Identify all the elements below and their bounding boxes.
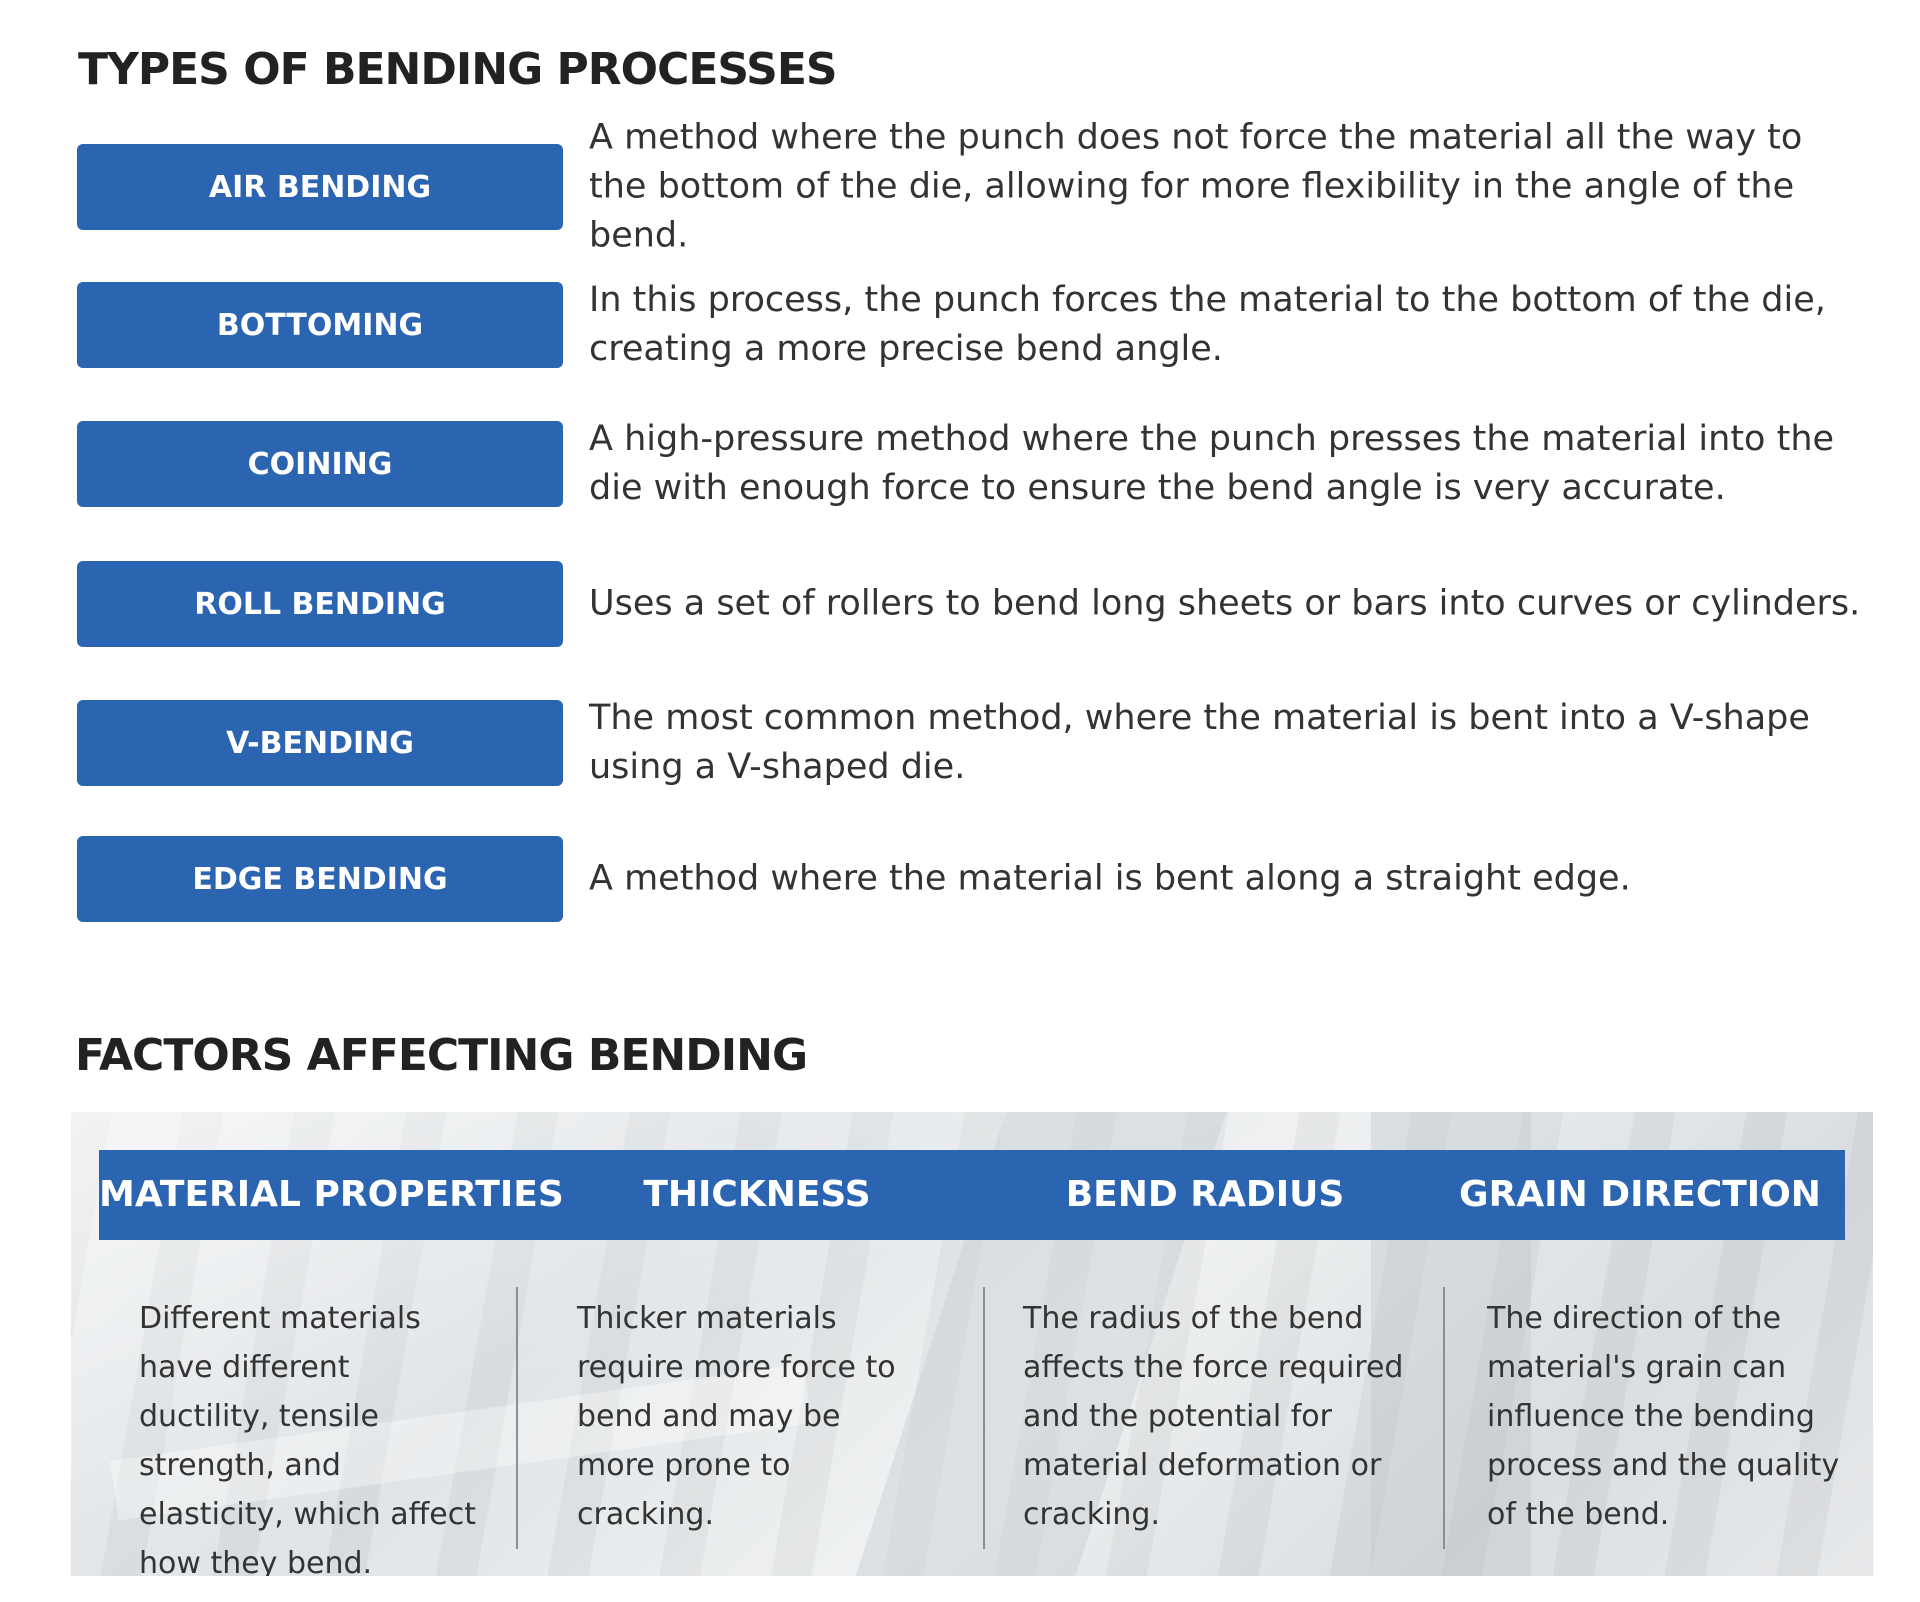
factors-panel: MATERIAL PROPERTIES THICKNESS BEND RADIU… <box>71 1112 1873 1576</box>
factor-heading-material-properties: MATERIAL PROPERTIES <box>99 1174 564 1215</box>
process-description-air-bending: A method where the punch does not force … <box>589 117 1803 256</box>
process-label-edge-bending[interactable]: EDGE BENDING <box>77 836 563 922</box>
factor-description-grain-direction: The direction of the material's grain ca… <box>1487 1301 1840 1532</box>
process-row-v-bending: V-BENDING The most common method, where … <box>77 698 1857 787</box>
types-section-title: TYPES OF BENDING PROCESSES <box>78 44 838 95</box>
process-label-bottoming[interactable]: BOTTOMING <box>77 282 563 368</box>
process-description-v-bending: The most common method, where the materi… <box>589 698 1810 787</box>
factor-heading-grain-direction: GRAIN DIRECTION <box>1459 1174 1821 1215</box>
process-label-roll-bending[interactable]: ROLL BENDING <box>77 561 563 647</box>
process-row-bottoming: BOTTOMING In this process, the punch for… <box>77 280 1857 369</box>
process-description-coining: A high-pressure method where the punch p… <box>589 419 1835 508</box>
process-description-edge-bending: A method where the material is bent alon… <box>589 858 1631 899</box>
factors-header-bar: MATERIAL PROPERTIES THICKNESS BEND RADIU… <box>99 1150 1845 1240</box>
column-divider <box>516 1287 518 1549</box>
process-label-coining[interactable]: COINING <box>77 421 563 507</box>
factor-description-bend-radius: The radius of the bend affects the force… <box>1023 1301 1404 1532</box>
factor-description-thickness: Thicker materials require more force to … <box>577 1301 896 1532</box>
process-description-bottoming: In this process, the punch forces the ma… <box>589 280 1826 369</box>
process-label-v-bending[interactable]: V-BENDING <box>77 700 563 786</box>
factor-heading-thickness: THICKNESS <box>643 1174 871 1215</box>
factors-section-title: FACTORS AFFECTING BENDING <box>75 1030 808 1081</box>
process-row-roll-bending: ROLL BENDING Uses a set of rollers to be… <box>77 561 1860 647</box>
process-row-air-bending: AIR BENDING A method where the punch doe… <box>77 118 1857 256</box>
process-row-edge-bending: EDGE BENDING A method where the material… <box>77 836 1857 922</box>
process-row-coining: COINING A high-pressure method where the… <box>77 419 1857 508</box>
process-label-air-bending[interactable]: AIR BENDING <box>77 144 563 230</box>
process-description-roll-bending: Uses a set of rollers to bend long sheet… <box>589 583 1861 624</box>
factor-description-material-properties: Different materials have different ducti… <box>139 1301 477 1576</box>
column-divider <box>1443 1287 1445 1549</box>
factor-heading-bend-radius: BEND RADIUS <box>1065 1174 1345 1215</box>
column-divider <box>983 1287 985 1549</box>
